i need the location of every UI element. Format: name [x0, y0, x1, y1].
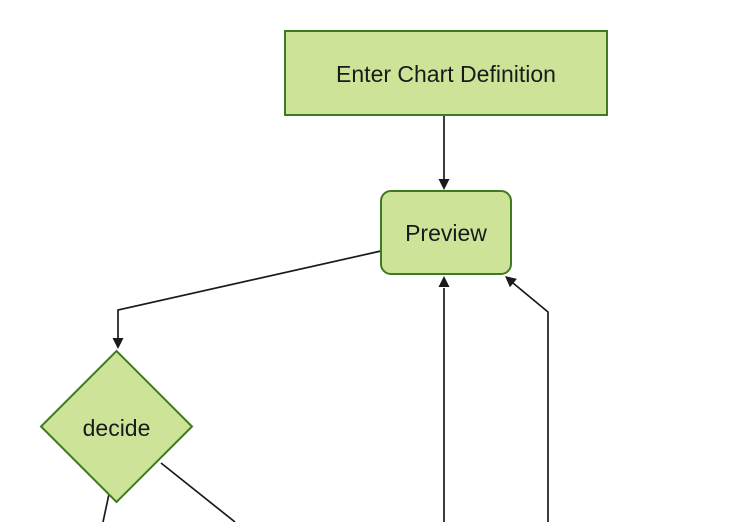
edge-decide-to-bottom-right — [160, 462, 236, 522]
arrowhead-icon — [438, 179, 450, 190]
node-preview: Preview — [380, 190, 512, 275]
enter-chart-definition-box — [284, 30, 608, 116]
decide-diamond — [39, 349, 194, 504]
edge-decide-to-bottom-left — [102, 493, 110, 522]
preview-box — [380, 190, 512, 275]
enter-chart-definition-label: Enter Chart Definition — [336, 61, 556, 87]
node-decide: decide — [39, 349, 194, 504]
decide-label: decide — [83, 415, 151, 441]
node-enter-chart-definition: Enter Chart Definition — [284, 30, 608, 116]
arrowhead-icon — [112, 338, 124, 349]
arrowhead-icon — [438, 276, 450, 287]
edge-bottom-right-to-preview — [512, 282, 549, 522]
edge-group — [102, 115, 549, 522]
arrowhead-icon — [505, 276, 517, 288]
preview-label: Preview — [405, 220, 487, 246]
edge-preview-to-decide — [117, 250, 382, 339]
